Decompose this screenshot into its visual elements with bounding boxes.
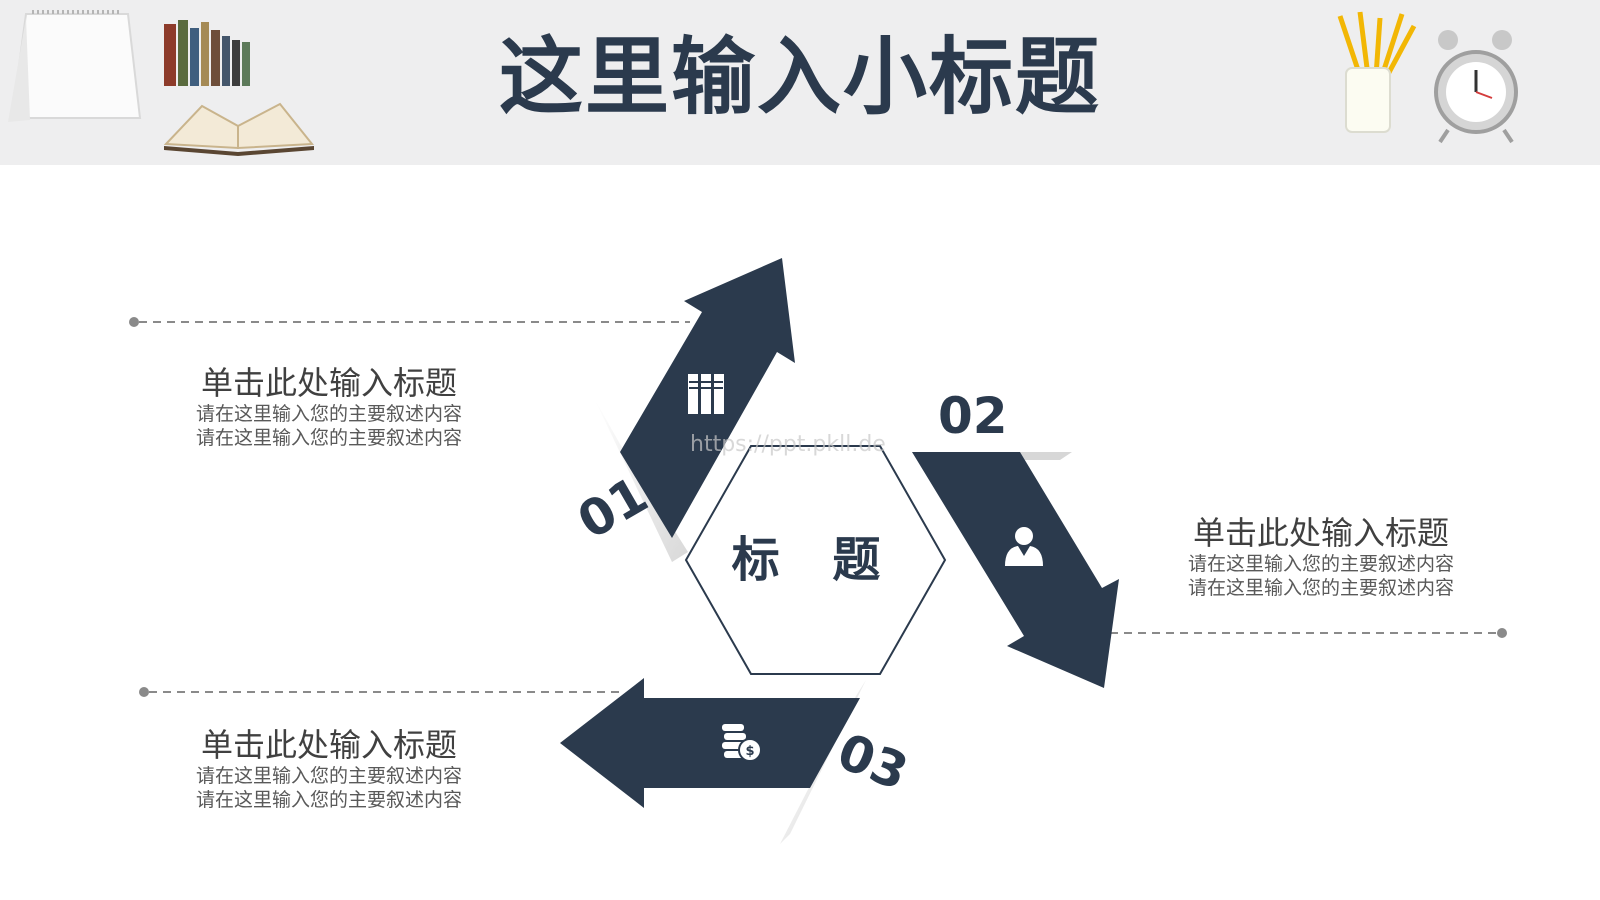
books-icon <box>688 374 724 414</box>
item-block-02: 单击此处输入标题 请在这里输入您的主要叙述内容 请在这里输入您的主要叙述内容 <box>1156 514 1486 600</box>
page-title: 这里输入小标题 <box>498 28 1101 126</box>
step-number-02: 02 <box>938 387 1008 445</box>
watermark-text: https://ppt.pkll.de <box>690 432 886 457</box>
item-desc-line2[interactable]: 请在这里输入您的主要叙述内容 <box>1187 577 1454 599</box>
arrow-02 <box>912 452 1119 688</box>
center-label: 标 题 <box>731 532 899 588</box>
item-desc-line2[interactable]: 请在这里输入您的主要叙述内容 <box>195 427 462 449</box>
pencil-cup-icon <box>1337 11 1417 133</box>
desk-calendar-icon <box>8 10 142 122</box>
guide-line-02 <box>1110 628 1507 638</box>
guide-line-03 <box>139 687 620 697</box>
item-desc-line1[interactable]: 请在这里输入您的主要叙述内容 <box>1187 553 1454 575</box>
item-title[interactable]: 单击此处输入标题 <box>200 726 457 764</box>
open-book-icon <box>163 102 314 156</box>
alarm-clock-icon <box>1434 30 1518 144</box>
item-desc-line1[interactable]: 请在这里输入您的主要叙述内容 <box>195 765 462 787</box>
arrow-03 <box>560 678 860 808</box>
item-block-01: 单击此处输入标题 请在这里输入您的主要叙述内容 请在这里输入您的主要叙述内容 <box>164 364 494 450</box>
books-deco-icon <box>164 20 250 86</box>
item-title[interactable]: 单击此处输入标题 <box>200 364 457 402</box>
item-desc-line2[interactable]: 请在这里输入您的主要叙述内容 <box>195 789 462 811</box>
item-title[interactable]: 单击此处输入标题 <box>1192 514 1449 552</box>
svg-text:$: $ <box>745 744 754 759</box>
center-hexagon <box>684 445 947 675</box>
item-block-03: 单击此处输入标题 请在这里输入您的主要叙述内容 请在这里输入您的主要叙述内容 <box>164 726 494 812</box>
guide-line-01 <box>129 317 690 327</box>
person-icon <box>1005 527 1043 566</box>
coins-icon: $ <box>722 724 762 762</box>
item-desc-line1[interactable]: 请在这里输入您的主要叙述内容 <box>195 403 462 425</box>
